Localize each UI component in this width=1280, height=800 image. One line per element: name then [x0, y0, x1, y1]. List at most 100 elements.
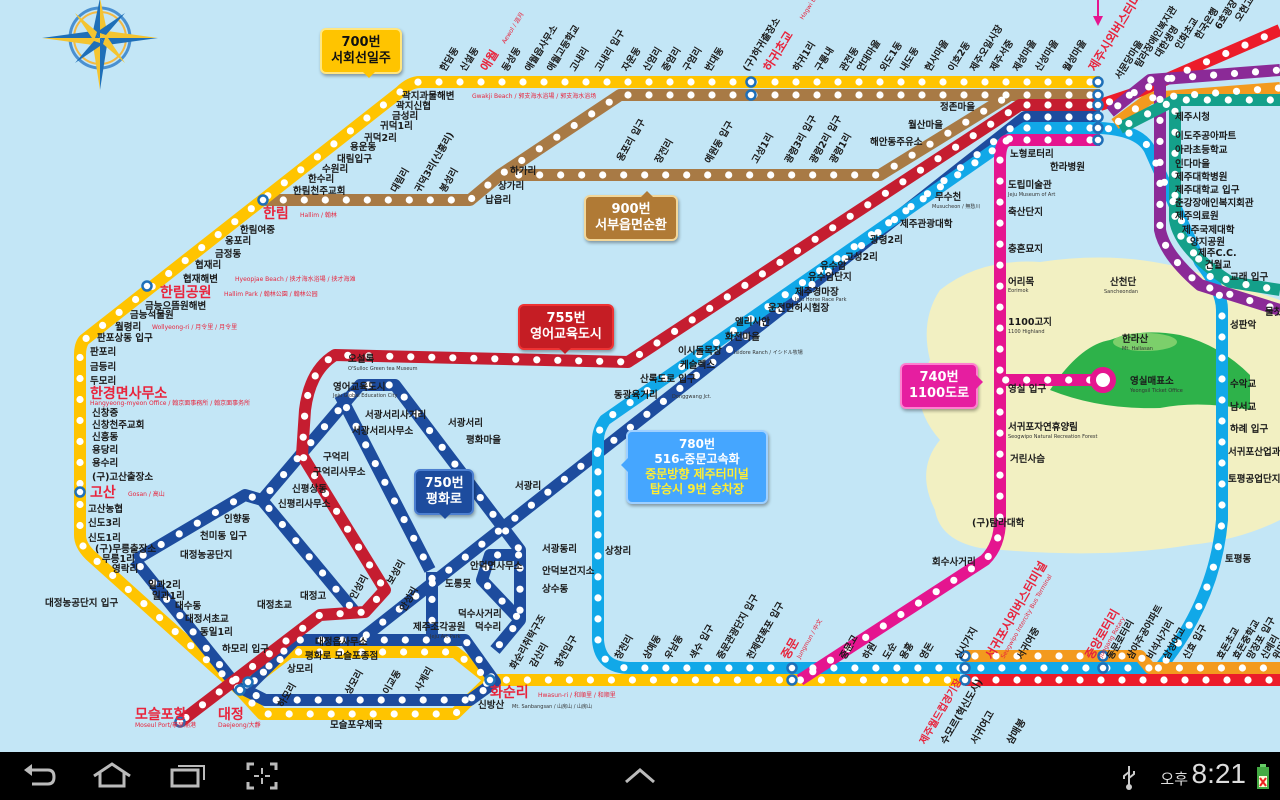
bus-stop-dot[interactable]: [922, 676, 931, 684]
bus-stop-dot[interactable]: [421, 648, 429, 656]
bus-stop-dot[interactable]: [998, 96, 1006, 104]
bus-stop-dot[interactable]: [851, 664, 859, 672]
bus-stop-dot[interactable]: [76, 437, 84, 446]
bus-stop-dot[interactable]: [872, 664, 880, 672]
bus-stop-dot[interactable]: [366, 561, 374, 569]
transfer-stop-icon[interactable]: [1092, 122, 1104, 134]
bus-stop-dot[interactable]: [1044, 78, 1052, 86]
bus-stop-dot[interactable]: [482, 564, 490, 572]
bus-stop-dot[interactable]: [747, 315, 755, 323]
bus-stop-dot[interactable]: [996, 387, 1004, 395]
bus-stop-dot[interactable]: [914, 664, 922, 672]
bus-stop-dot[interactable]: [1189, 73, 1197, 81]
bus-stop-dot[interactable]: [248, 493, 256, 501]
bus-stop-dot[interactable]: [479, 687, 487, 695]
bus-stop-dot[interactable]: [817, 676, 826, 684]
bus-stop-dot[interactable]: [781, 291, 789, 299]
bus-stop-dot[interactable]: [1202, 676, 1210, 684]
bus-stop-dot[interactable]: [295, 648, 303, 656]
bus-stop-dot[interactable]: [500, 168, 508, 176]
bus-stop-dot[interactable]: [908, 151, 916, 159]
bus-stop-dot[interactable]: [996, 198, 1004, 206]
bus-stop-dot[interactable]: [1013, 652, 1021, 660]
bus-stop-dot[interactable]: [838, 676, 847, 684]
bus-stop-dot[interactable]: [306, 710, 314, 718]
bus-stop-dot[interactable]: [855, 91, 863, 99]
bus-stop-dot[interactable]: [390, 710, 398, 718]
bus-stop-dot[interactable]: [944, 129, 952, 137]
bus-stop-dot[interactable]: [1174, 639, 1182, 647]
bus-stop-dot[interactable]: [314, 696, 322, 704]
bus-stop-dot[interactable]: [742, 332, 750, 341]
bus-stop-dot[interactable]: [830, 171, 838, 179]
bus-stop-dot[interactable]: [215, 688, 223, 696]
bus-stop-dot[interactable]: [811, 235, 819, 243]
bus-stop-dot[interactable]: [692, 371, 701, 379]
bus-stop-dot[interactable]: [776, 258, 784, 266]
bus-stop-dot[interactable]: [641, 664, 649, 672]
bus-stop-dot[interactable]: [379, 648, 387, 656]
bus-stop-dot[interactable]: [723, 293, 731, 301]
bus-stop-dot[interactable]: [1139, 676, 1147, 684]
bus-stop-dot[interactable]: [369, 710, 377, 718]
bus-stop-dot[interactable]: [412, 592, 420, 600]
bus-stop-dot[interactable]: [850, 243, 858, 251]
bus-stop-dot[interactable]: [297, 166, 305, 174]
bus-stop-dot[interactable]: [687, 91, 695, 99]
bus-stop-dot[interactable]: [687, 78, 695, 86]
bus-stop-dot[interactable]: [332, 585, 340, 593]
bus-stop-dot[interactable]: [628, 676, 637, 684]
bus-stop-dot[interactable]: [1104, 125, 1113, 133]
bus-stop-dot[interactable]: [971, 676, 979, 684]
bus-stop-dot[interactable]: [1114, 102, 1122, 110]
bus-stop-dot[interactable]: [364, 381, 372, 389]
bus-stop-dot[interactable]: [1251, 68, 1260, 76]
bus-stop-dot[interactable]: [461, 553, 469, 561]
bus-stop-dot[interactable]: [816, 267, 824, 275]
bus-stop-dot[interactable]: [553, 133, 561, 141]
bus-stop-dot[interactable]: [1131, 105, 1139, 113]
bus-stop-dot[interactable]: [741, 281, 749, 289]
bus-stop-dot[interactable]: [165, 269, 173, 278]
bus-stop-dot[interactable]: [1076, 652, 1084, 660]
bus-stop-dot[interactable]: [523, 676, 532, 684]
bus-stop-dot[interactable]: [926, 140, 934, 148]
bus-stop-dot[interactable]: [76, 353, 84, 362]
bus-stop-dot[interactable]: [1245, 96, 1253, 104]
bus-stop-dot[interactable]: [396, 88, 404, 96]
bus-stop-dot[interactable]: [315, 611, 323, 620]
bus-stop-dot[interactable]: [867, 231, 876, 239]
transfer-stop-icon[interactable]: [74, 486, 86, 498]
bus-stop-dot[interactable]: [607, 676, 616, 684]
bus-stop-dot[interactable]: [708, 91, 716, 99]
bus-stop-dot[interactable]: [229, 498, 238, 506]
bus-stop-dot[interactable]: [247, 205, 255, 213]
bus-stop-dot[interactable]: [1169, 197, 1177, 206]
bus-stop-dot[interactable]: [333, 507, 341, 515]
bus-stop-dot[interactable]: [1232, 87, 1241, 95]
bus-stop-dot[interactable]: [495, 641, 503, 649]
bus-stop-dot[interactable]: [1034, 676, 1042, 684]
bus-stop-dot[interactable]: [897, 91, 905, 99]
bus-stop-dot[interactable]: [1160, 676, 1168, 684]
bus-stop-dot[interactable]: [300, 454, 308, 462]
bus-stop-dot[interactable]: [594, 468, 602, 476]
bus-stop-dot[interactable]: [557, 171, 565, 179]
bus-stop-dot[interactable]: [988, 147, 996, 155]
bus-stop-dot[interactable]: [1086, 124, 1094, 132]
bus-stop-dot[interactable]: [935, 664, 943, 672]
bus-stop-dot[interactable]: [683, 664, 691, 672]
bus-stop-dot[interactable]: [428, 574, 436, 583]
transfer-stop-icon[interactable]: [1092, 99, 1104, 111]
bus-stop-dot[interactable]: [198, 701, 207, 709]
bus-stop-dot[interactable]: [352, 422, 360, 430]
bus-stop-dot[interactable]: [76, 416, 84, 425]
bus-stop-dot[interactable]: [1040, 664, 1048, 672]
bus-stop-dot[interactable]: [1156, 116, 1164, 124]
bus-stop-dot[interactable]: [890, 162, 898, 170]
bus-stop-dot[interactable]: [610, 436, 618, 444]
yeongsil-terminus-ring[interactable]: [1090, 367, 1116, 393]
bus-stop-dot[interactable]: [414, 78, 422, 86]
bus-stop-dot[interactable]: [1162, 656, 1170, 664]
